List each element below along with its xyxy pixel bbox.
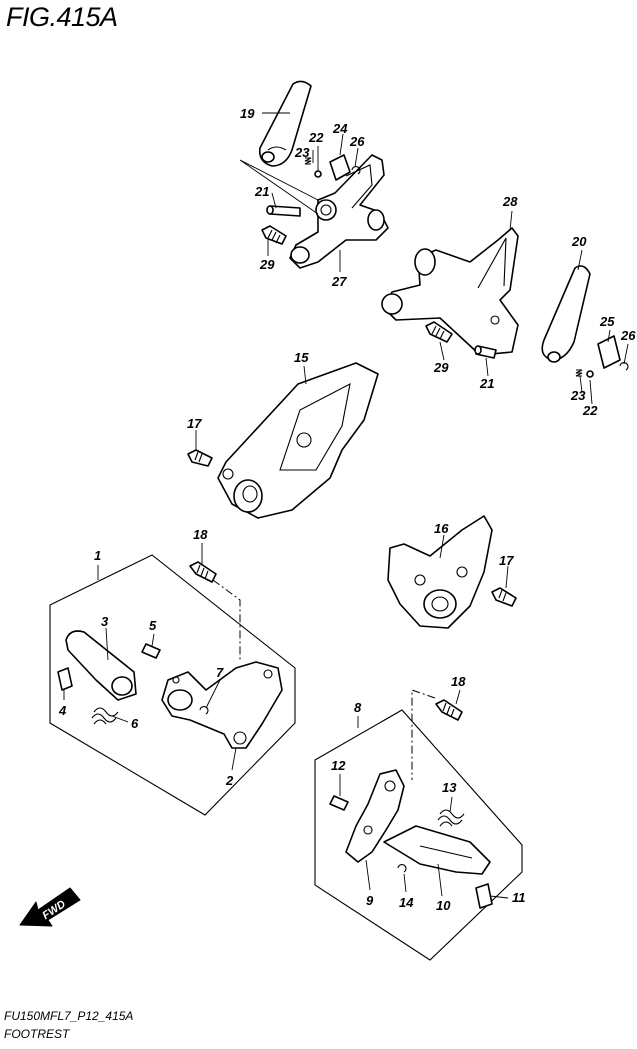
callout-8: 8: [354, 700, 362, 715]
bracket-16-group: [387, 515, 517, 629]
clip-14: [397, 864, 407, 873]
callout-16: 16: [434, 521, 449, 536]
ball-22b: [586, 370, 594, 378]
spring-6: [91, 707, 119, 725]
callout-6: 6: [131, 716, 139, 731]
plate-15: [217, 362, 379, 519]
spring-13: [437, 809, 465, 827]
pin-21a: [269, 205, 301, 217]
pin-5: [141, 643, 161, 659]
spring-23a: [304, 157, 312, 165]
callout-10: 10: [436, 898, 451, 913]
callout-18a: 18: [193, 527, 208, 542]
bolt-29b: [425, 321, 453, 343]
callout-11: 11: [512, 890, 526, 905]
leader-lines: [63, 112, 629, 899]
ball-22a: [314, 170, 322, 178]
arm-2: [161, 661, 283, 749]
callout-2: 2: [225, 773, 234, 788]
cap-4: [57, 667, 73, 691]
boss-27: [315, 199, 337, 221]
plate-25: [597, 335, 621, 369]
callout-labels: 19 22 24 23 26 21 29 27 28 20 25 26 29 2…: [58, 106, 636, 913]
arm-9: [345, 769, 405, 863]
callout-19: 19: [240, 106, 255, 121]
footrest-19: [258, 80, 312, 167]
callout-26b: 26: [620, 328, 636, 343]
callout-20: 20: [571, 234, 587, 249]
callout-26a: 26: [349, 134, 365, 149]
assembly-1-parts: [57, 561, 283, 749]
callout-25: 25: [599, 314, 615, 329]
callout-4: 4: [58, 703, 67, 718]
cap-11: [475, 883, 493, 909]
footrest-rear-right-group: [381, 227, 629, 378]
assembly-box-8: [314, 709, 523, 961]
fwd-arrow-icon: FWD: [19, 887, 81, 927]
callout-22a: 22: [308, 130, 324, 145]
callout-7: 7: [216, 665, 224, 680]
clip-26b: [619, 362, 629, 371]
callout-12: 12: [331, 758, 346, 773]
spring-23b: [575, 369, 583, 377]
pivot-eye-19: [261, 151, 275, 163]
reference-line-18a: [212, 579, 241, 660]
assembly-8-parts: [329, 699, 493, 909]
figure-title: FIG.415A: [6, 2, 118, 32]
callout-23a: 23: [294, 145, 310, 160]
diagram-code: FU150MFL7_P12_415A: [4, 1009, 134, 1023]
callout-21a: 21: [254, 184, 269, 199]
footrest-20: [541, 265, 591, 361]
callout-21b: 21: [479, 376, 494, 391]
clip-26a: [351, 166, 361, 175]
reference-line-18b: [411, 689, 436, 780]
callout-18b: 18: [451, 674, 466, 689]
callout-28: 28: [502, 194, 518, 209]
callout-1: 1: [94, 548, 101, 563]
callout-22b: 22: [582, 403, 598, 418]
callout-17a: 17: [187, 416, 202, 431]
callout-14: 14: [399, 895, 414, 910]
pin-12: [329, 795, 349, 811]
callout-13: 13: [442, 780, 457, 795]
callout-15: 15: [294, 350, 309, 365]
callout-29b: 29: [433, 360, 449, 375]
plate-24: [329, 154, 351, 181]
callout-23b: 23: [570, 388, 586, 403]
diagram-name: FOOTREST: [4, 1027, 70, 1041]
callout-29a: 29: [259, 257, 275, 272]
callout-9: 9: [366, 893, 374, 908]
callout-3: 3: [101, 614, 109, 629]
assembly-box-1: [49, 554, 296, 816]
footrest-plate-15-group: [187, 362, 379, 519]
callout-24: 24: [332, 121, 348, 136]
callout-5: 5: [149, 618, 157, 633]
bracket-16: [387, 515, 493, 629]
callout-27: 27: [331, 274, 347, 289]
footrest-rear-left-group: [258, 80, 389, 269]
callout-17b: 17: [499, 553, 514, 568]
